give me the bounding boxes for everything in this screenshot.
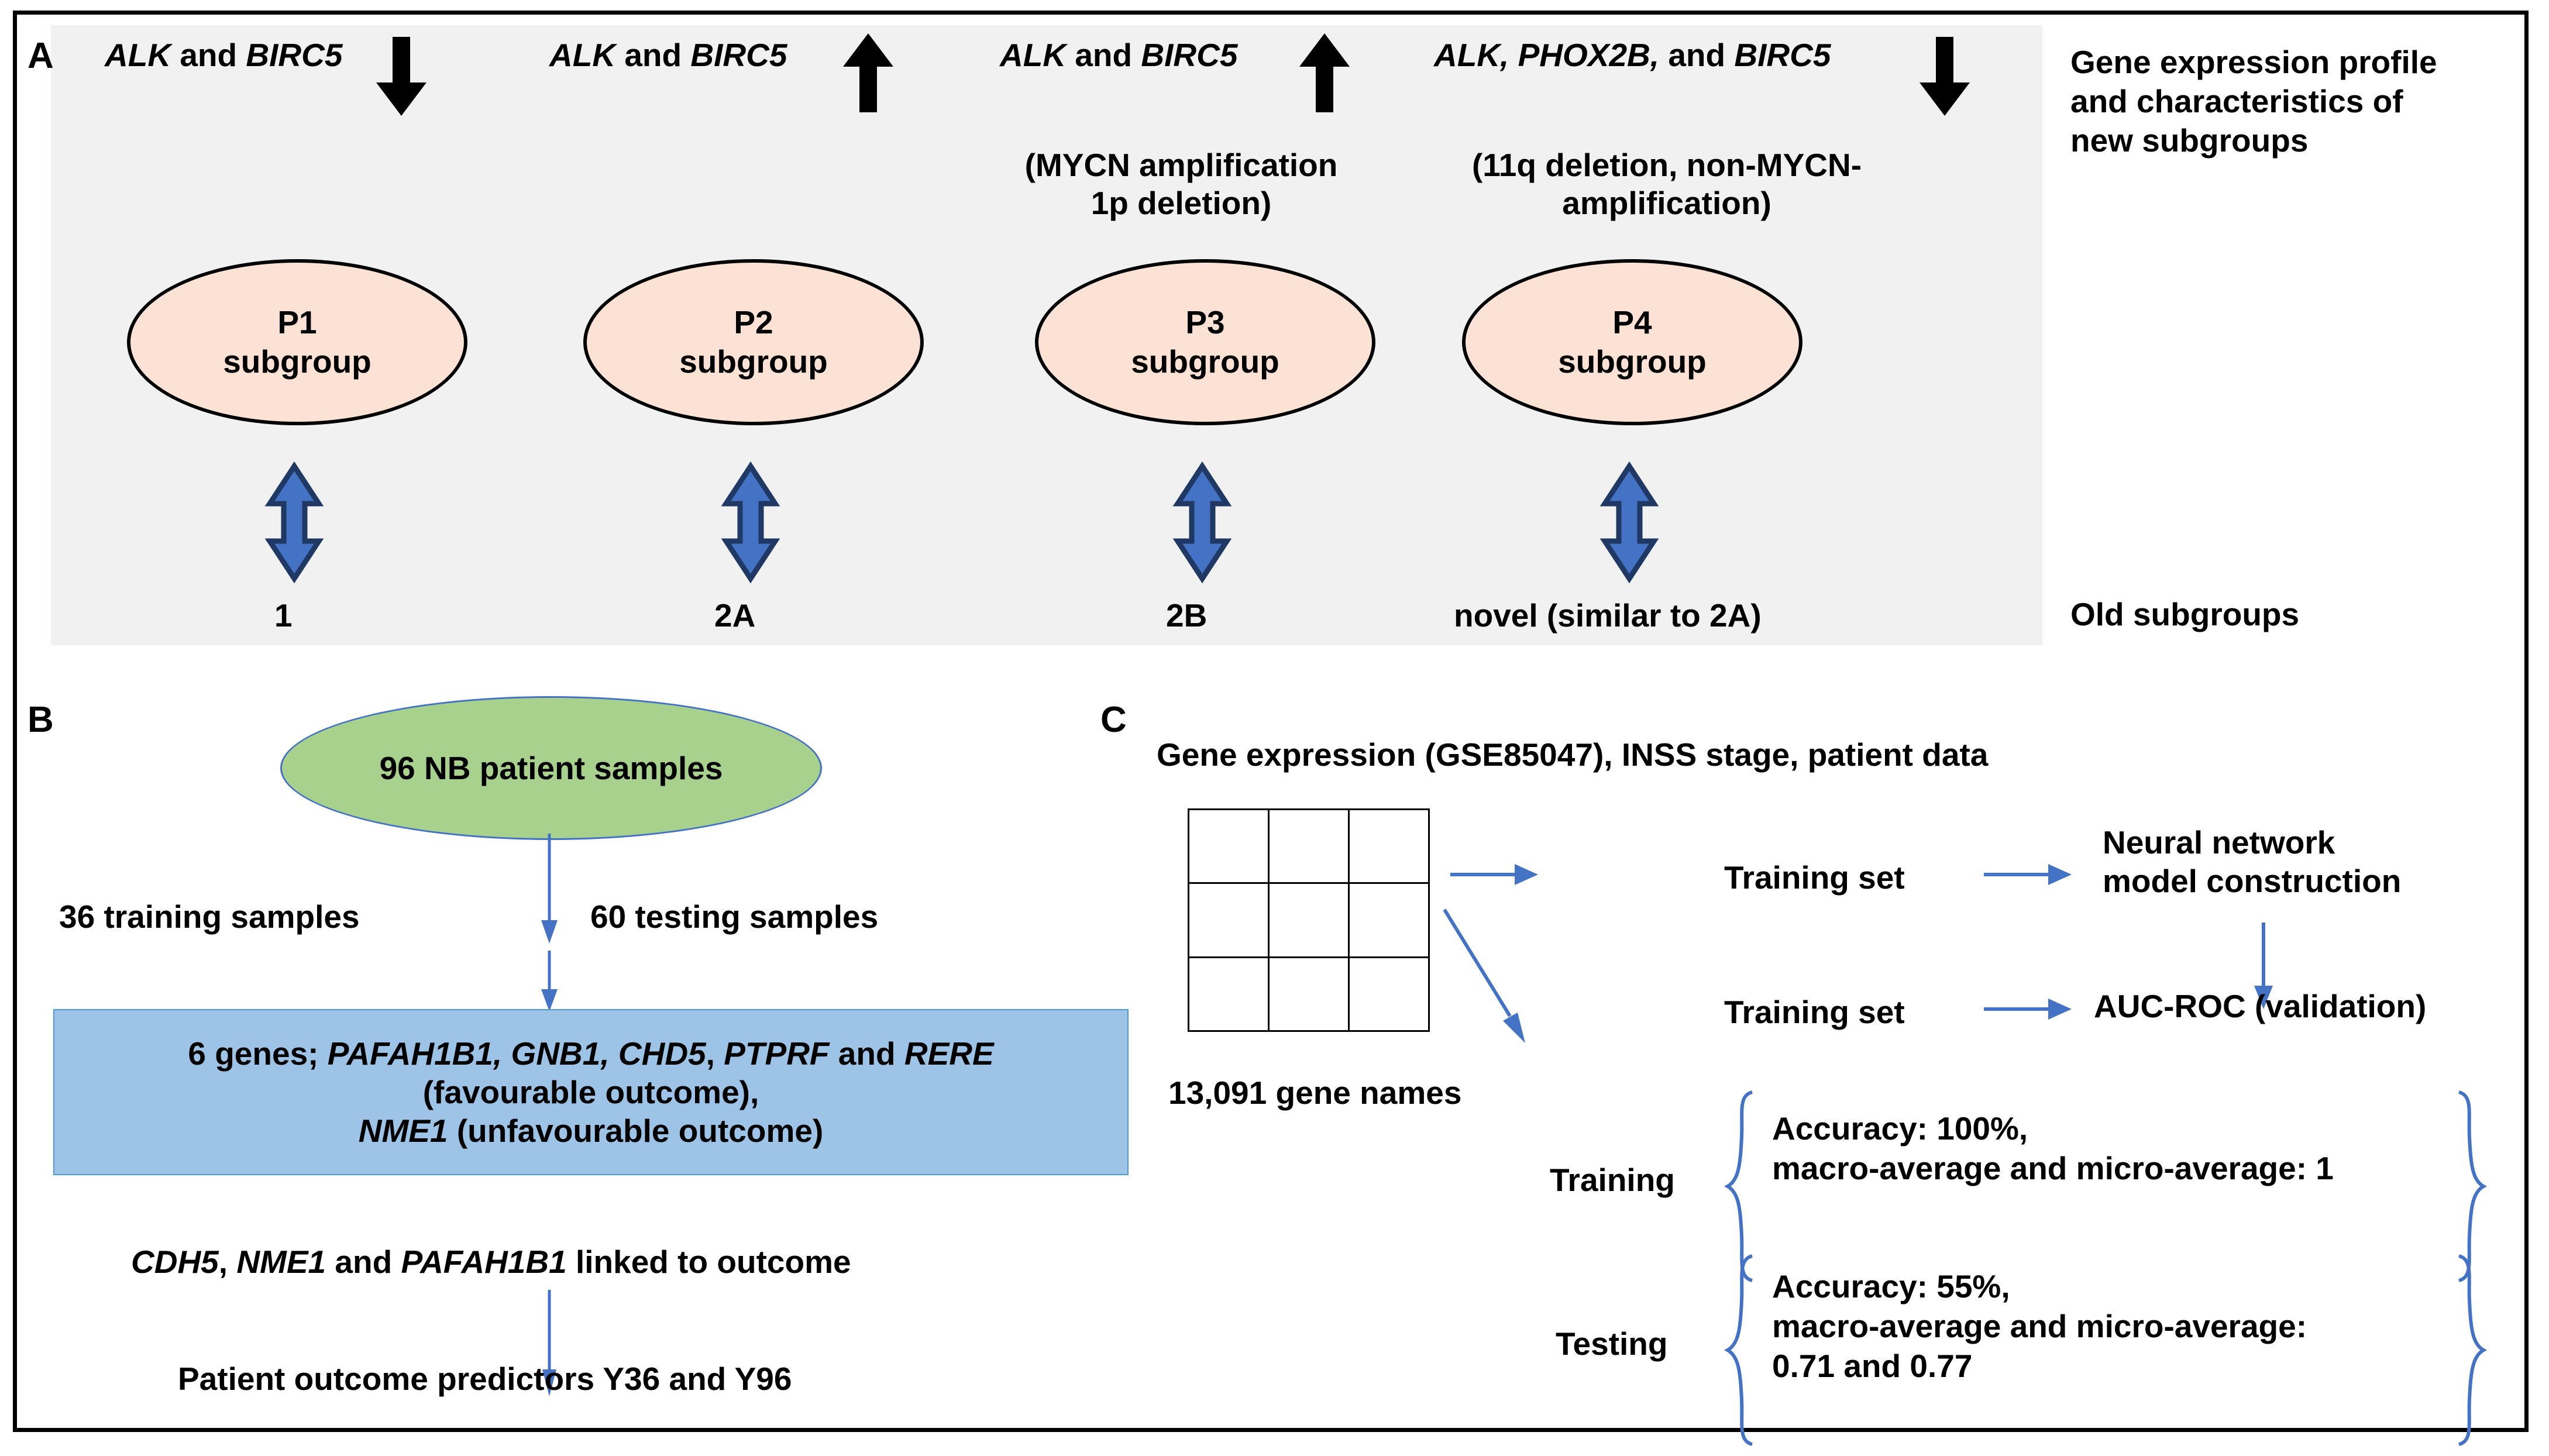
brace-left-training <box>1724 1090 1753 1282</box>
result-line: Accuracy: 55%, <box>1772 1268 2010 1304</box>
ellipse-line-1: P3 <box>1185 304 1225 340</box>
old-subgroup-label-1: 1 <box>274 597 293 634</box>
double-arrow-icon-p2 <box>721 461 780 584</box>
result-line: macro-average and micro-average: <box>1772 1308 2307 1345</box>
brace-right-training <box>2458 1090 2488 1282</box>
subgroup-ellipse-p2: P2 subgroup <box>583 259 924 425</box>
grid-cell <box>1348 808 1430 884</box>
training-samples-label: 36 training samples <box>59 899 360 935</box>
ellipse-line-1: P2 <box>734 304 773 340</box>
result-training-lines: Accuracy: 100%, macro-average and micro-… <box>1772 1109 2439 1188</box>
double-arrow-icon-p1 <box>264 461 324 584</box>
panel-a-group-0-genes: ALK and BIRC5 <box>105 37 343 73</box>
grid-caption: 13,091 gene names <box>1168 1075 1462 1111</box>
result-line: Accuracy: 100%, <box>1772 1110 2028 1147</box>
ellipse-line-1: P4 <box>1612 304 1652 340</box>
neural-network-model: Neural network model construction <box>2103 823 2524 900</box>
result-line: 0.71 and 0.77 <box>1772 1348 1973 1385</box>
down-arrow-icon-group-3 <box>1920 37 1970 116</box>
training-set-top: Training set <box>1724 859 1905 896</box>
ellipse-line-2: subgroup <box>223 343 371 380</box>
panel-a-group-3-note: (11q deletion, non-MYCN- amplification) <box>1424 146 1910 222</box>
side-label-line: new subgroups <box>2070 122 2309 159</box>
model-line: model construction <box>2103 863 2402 899</box>
testing-samples-label: 60 testing samples <box>590 899 879 935</box>
old-subgroups-heading: Old subgroups <box>2070 596 2300 632</box>
old-subgroup-label-novel: novel (similar to 2A) <box>1454 597 1762 634</box>
ellipse-line-2: subgroup <box>679 343 828 380</box>
gene-matrix-grid <box>1187 808 1430 1032</box>
grid-cell <box>1187 808 1270 884</box>
brace-right-testing <box>2458 1254 2488 1446</box>
panel-a-group-2-note: (MYCN amplification 1p deletion) <box>1000 146 1363 222</box>
panel-a-group-1-genes: ALK and BIRC5 <box>549 37 787 73</box>
grid-cell <box>1187 956 1270 1032</box>
result-testing-lines: Accuracy: 55%, macro-average and micro-a… <box>1772 1266 2439 1386</box>
side-label-line: and characteristics of <box>2070 83 2403 120</box>
result-label-testing: Testing <box>1556 1326 1668 1362</box>
flow-arrow-down-b1 <box>541 834 558 944</box>
grid-cell <box>1267 882 1350 958</box>
panel-a-letter: A <box>27 36 54 76</box>
flow-arrow-down-b2 <box>541 951 558 1011</box>
brace-left-testing <box>1724 1254 1753 1446</box>
grid-cell <box>1187 882 1270 958</box>
subgroup-ellipse-p3: P3 subgroup <box>1035 259 1375 425</box>
panel-b-letter: B <box>27 700 54 740</box>
old-subgroup-label-2a: 2A <box>714 597 756 634</box>
down-arrow-icon-group-0 <box>376 37 426 116</box>
predictors-text: Patient outcome predictors Y36 and Y96 <box>178 1361 792 1397</box>
subgroup-ellipse-p4: P4 subgroup <box>1462 259 1802 425</box>
auc-roc-validation: AUC-ROC (validation) <box>2094 988 2427 1024</box>
note-line: (MYCN amplification <box>1024 147 1338 183</box>
note-line: 1p deletion) <box>1091 184 1272 221</box>
grid-cell <box>1348 882 1430 958</box>
flow-arrow-down-b3 <box>542 1290 556 1396</box>
ellipse-line-2: subgroup <box>1131 343 1279 380</box>
flow-arrow-down-c4 <box>2254 923 2273 1009</box>
up-arrow-icon-group-1 <box>843 33 893 112</box>
panel-c-letter: C <box>1100 700 1127 740</box>
ellipse-line-1: P1 <box>277 304 317 340</box>
gene-box-line-2: (favourable outcome), <box>422 1074 759 1110</box>
gene-box-line-1: 6 genes; PAFAH1B1, GNB1, CHD5, PTPRF and… <box>188 1035 994 1072</box>
grid-cell <box>1267 956 1350 1032</box>
panel-a-group-2-genes: ALK and BIRC5 <box>1000 37 1238 73</box>
panel-c-header: Gene expression (GSE85047), INSS stage, … <box>1157 736 1989 773</box>
training-set-bottom: Training set <box>1724 994 1905 1030</box>
double-arrow-icon-p3 <box>1172 461 1232 584</box>
grid-cell <box>1348 956 1430 1032</box>
result-line: macro-average and micro-average: 1 <box>1772 1150 2334 1187</box>
ellipse-line-2: subgroup <box>1558 343 1707 380</box>
flow-arrow-right-c3 <box>1984 864 2072 885</box>
flow-arrow-diagonal-c2 <box>1443 908 1525 1043</box>
double-arrow-icon-p4 <box>1599 461 1659 584</box>
nb-samples-node: 96 NB patient samples <box>280 696 822 840</box>
subgroup-ellipse-p1: P1 subgroup <box>127 259 467 425</box>
old-subgroup-label-2b: 2B <box>1166 597 1208 634</box>
model-line: Neural network <box>2103 824 2335 860</box>
flow-arrow-right-c1 <box>1450 864 1538 885</box>
linked-outcome-text: CDH5, NME1 and PAFAH1B1 linked to outcom… <box>131 1244 851 1280</box>
gene-box-line-3: NME1 (unfavourable outcome) <box>358 1113 824 1149</box>
grid-cell <box>1267 808 1350 884</box>
up-arrow-icon-group-2 <box>1299 33 1350 112</box>
gene-list-box: 6 genes; PAFAH1B1, GNB1, CHD5, PTPRF and… <box>53 1009 1129 1175</box>
note-line: amplification) <box>1562 184 1771 221</box>
note-line: (11q deletion, non-MYCN- <box>1471 147 1862 183</box>
panel-a-group-3-genes: ALK, PHOX2B, and BIRC5 <box>1434 37 1831 73</box>
panel-a-side-label: Gene expression profile and characterist… <box>2070 43 2515 160</box>
figure-frame: A ALK and BIRC5 ALK and BIRC5 ALK and BI… <box>13 11 2529 1446</box>
flow-arrow-right-c5 <box>1984 999 2072 1020</box>
side-label-line: Gene expression profile <box>2070 44 2437 80</box>
result-label-training: Training <box>1550 1162 1675 1198</box>
